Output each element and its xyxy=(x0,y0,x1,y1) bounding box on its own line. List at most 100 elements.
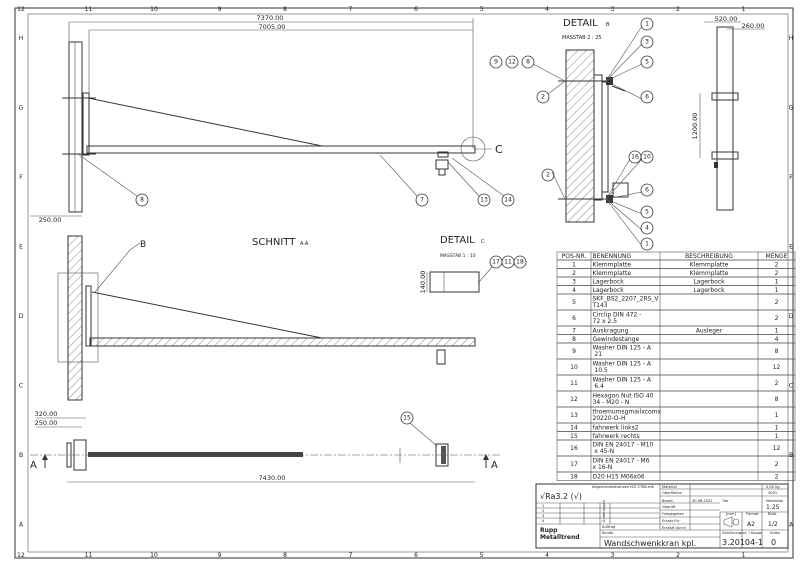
table-cell: BENENNUNG xyxy=(593,253,632,260)
border-row-label: G xyxy=(789,105,794,112)
table-cell: 12 xyxy=(773,364,781,371)
border-column-label: 7 xyxy=(349,552,353,559)
table-row: 4 Lagerbock Lagerbock 1 xyxy=(556,285,796,295)
dim-inner: 7005.00 xyxy=(259,23,286,31)
table-cell: 2 xyxy=(775,380,779,387)
dim-320: 320.00 xyxy=(35,410,58,418)
svg-text:18: 18 xyxy=(516,259,524,266)
tolerances: Allgemeintoleranzen ISO 2768-mK xyxy=(592,485,654,489)
detail-c-title: DETAIL xyxy=(440,235,475,246)
balloon: 1 xyxy=(640,17,654,31)
border-row-label: E xyxy=(19,244,23,251)
svg-text:5: 5 xyxy=(645,59,649,66)
border-row-label: F xyxy=(789,174,793,181)
table-cell: Klemmplatte xyxy=(593,261,632,268)
balloon: 18 xyxy=(513,255,527,269)
detail-b-suffix: B xyxy=(606,22,610,28)
drawing-number-label: Zeichnungsnr. / Kappe xyxy=(722,531,763,535)
dim-7430: 7430.00 xyxy=(259,474,286,482)
detail-b-title: DETAIL xyxy=(563,18,598,29)
table-cell: 2 xyxy=(775,473,779,480)
border-column-label: 5 xyxy=(480,6,484,13)
order-label: Auftrag xyxy=(602,525,615,529)
svg-text:1: 1 xyxy=(645,241,649,248)
table-cell: 2 xyxy=(572,270,576,277)
balloon: 5 xyxy=(640,205,654,219)
balloon: 16 xyxy=(628,150,642,164)
drawn-date: 30.06.2022 xyxy=(692,499,713,503)
border-row-label: G xyxy=(19,105,24,112)
balloon: 9 xyxy=(489,55,503,69)
svg-text:16: 16 xyxy=(631,154,639,161)
balloon: 8 xyxy=(521,55,535,69)
balloon: 2 xyxy=(536,90,550,104)
border-column-label: 1 xyxy=(742,552,746,559)
table-cell: 6 xyxy=(572,315,576,322)
table-cell: 5 xyxy=(572,299,576,306)
svg-text:17: 17 xyxy=(492,259,500,266)
table-cell: 17 xyxy=(570,461,578,468)
svg-text:2: 2 xyxy=(546,172,550,179)
unit: [mm] xyxy=(726,512,736,516)
svg-text:7: 7 xyxy=(420,197,424,204)
table-cell: 13 xyxy=(570,412,578,419)
border-column-label: 9 xyxy=(218,552,222,559)
table-cell: 12 xyxy=(570,396,578,403)
weight: 0,00 kg xyxy=(766,485,780,489)
balloon: 8 xyxy=(135,193,149,207)
balloon: 6 xyxy=(640,183,654,197)
detail-b-scale: MASSTAB 2 : 25 xyxy=(562,35,602,41)
table-cell: 14 xyxy=(570,424,578,431)
format-value: A2 xyxy=(747,521,755,528)
border-column-label: 11 xyxy=(85,552,93,559)
boom-beam xyxy=(86,145,476,154)
border-column-label: 7 xyxy=(349,6,353,13)
table-cell: Lagerbock xyxy=(693,287,725,294)
detail-c-scale: MASSTAB 1 : 10 xyxy=(440,253,476,259)
table-cell: 1 xyxy=(775,287,779,294)
svg-text:14: 14 xyxy=(504,197,512,204)
detail-b-letter: B xyxy=(140,240,146,250)
index-label: Index xyxy=(770,531,781,535)
balloon: 3 xyxy=(640,35,654,49)
svg-text:5: 5 xyxy=(645,209,649,216)
balloon: 13 xyxy=(477,193,491,207)
border-row-label: D xyxy=(789,313,794,320)
table-cell: Lagerbock xyxy=(593,287,625,294)
table-cell: 18 xyxy=(570,473,578,480)
detail-c-dim: 140.00 xyxy=(419,271,427,294)
svg-text:10: 10 xyxy=(643,154,651,161)
detail-c: DETAIL C MASSTAB 1 : 10 140.00 17 11 18 xyxy=(419,235,527,294)
border-row-label: E xyxy=(789,244,793,251)
table-cell: 4 xyxy=(572,287,576,294)
border-row-label: H xyxy=(789,35,794,42)
table-cell: 15 xyxy=(570,433,578,440)
table-cell: 1 xyxy=(572,261,576,268)
front-view: 7370.00 7005.00 C 250.00 8 7 13 14 xyxy=(30,14,515,224)
table-cell: 2 xyxy=(775,270,779,277)
balloon: 10 xyxy=(640,150,654,164)
projection-symbol-icon xyxy=(723,516,740,528)
svg-text:8: 8 xyxy=(140,197,144,204)
table-cell: POS-NR. xyxy=(562,253,587,260)
sheet-value: 1/2 xyxy=(768,521,778,528)
table-cell: Washer DIN 125 - A 21 xyxy=(593,345,652,359)
detail-c-suffix: C xyxy=(481,239,485,245)
table-cell: Gewindestange xyxy=(593,336,640,343)
index-value: 0 xyxy=(771,538,776,547)
svg-text:15: 15 xyxy=(403,415,411,422)
table-cell: 12 xyxy=(773,445,781,452)
table-cell: 8 xyxy=(572,336,576,343)
table-cell: 16 xyxy=(570,445,578,452)
company-name-line2: Metalltrend xyxy=(540,534,580,541)
